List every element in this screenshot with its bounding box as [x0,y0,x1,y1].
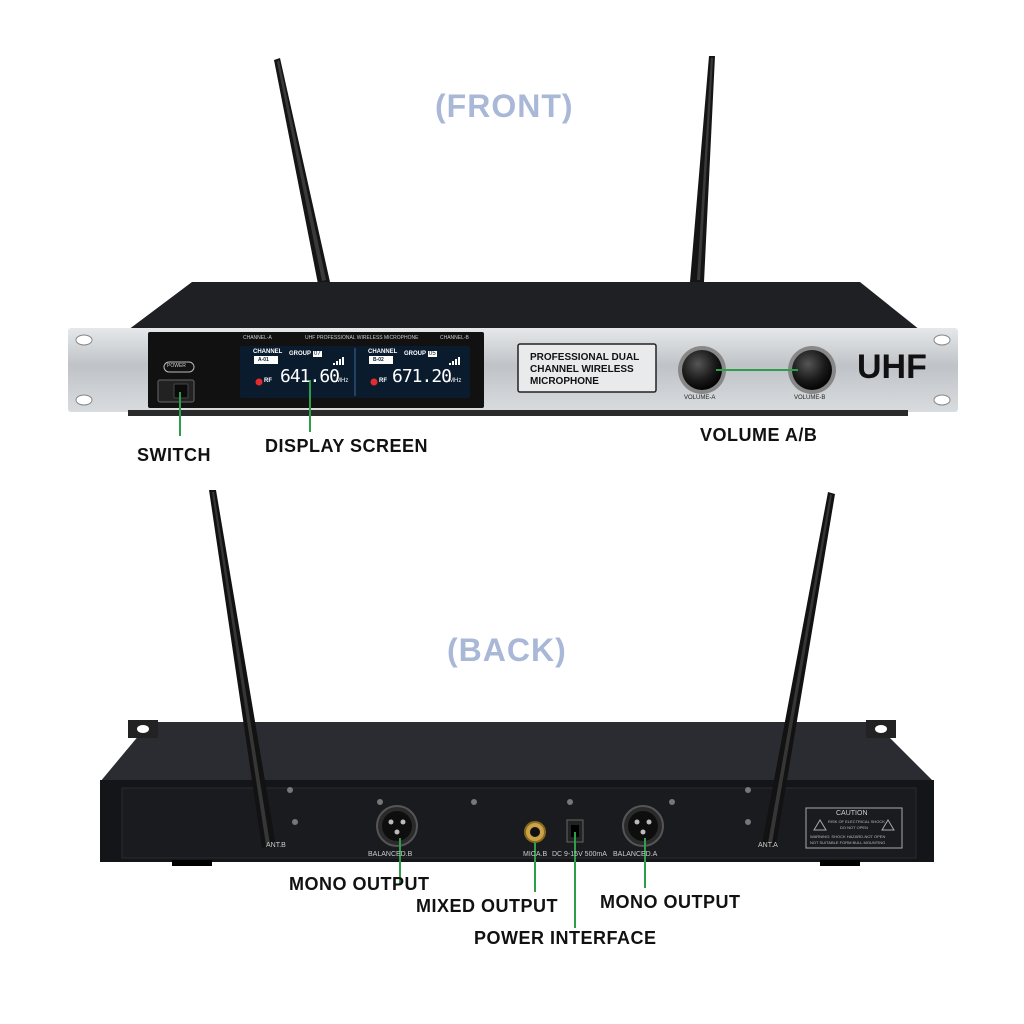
mic-ab-label: MICA.B [523,851,548,858]
power-interface-callout: POWER INTERFACE [474,928,657,948]
panel-label-line-1: PROFESSIONAL DUAL [530,352,640,363]
ant-a-label: ANT.A [758,842,778,849]
lcd-a-frequency: 641.60 [280,366,340,387]
volume-a-knob[interactable] [678,346,726,394]
banner-text: UHF PROFESSIONAL WIRELESS MICROPHONE [305,335,419,341]
caution-line-2: DO NOT OPEN [840,825,868,830]
mixed-output-jack[interactable] [524,821,546,843]
power-switch[interactable] [157,379,195,403]
volume-a-label: VOLUME-A [684,395,716,401]
display-screen-callout: DISPLAY SCREEN [265,436,429,456]
lcd-a-group-value: 07 [313,351,322,357]
back-rear-panel [100,780,934,862]
caution-line-1: RISK OF ELECTRICAL SHOCK [828,819,885,824]
lcd-b-channel-label: CHANNEL [368,349,398,355]
lcd-b-rf-label: RF [379,378,387,384]
front-antenna-left [274,58,330,284]
power-label: POWER [167,363,186,369]
back-chassis-top [100,722,934,782]
volume-b-knob[interactable] [788,346,836,394]
channel-b-tag: CHANNEL-B [440,335,469,341]
front-antenna-right [690,56,715,282]
lcd-b-unit: MHz [449,378,462,384]
back-antenna-left [209,490,276,848]
lcd-a-channel-label: CHANNEL [253,349,283,355]
dc-label: DC 9-15V 500mA [552,851,607,858]
front-title: (FRONT) [435,88,574,124]
front-leader-lines [179,369,798,436]
caution-warning-1: WARNING: SHOCK HAZARD-NOT OPEN [810,834,886,839]
caution-title: CAUTION [836,810,868,817]
mono-output-a-callout: MONO OUTPUT [600,892,741,912]
balanced-b-label: BALANCED.B [368,851,413,858]
panel-label-line-3: MICROPHONE [530,376,599,387]
lcd-b-frequency: 671.20 [392,366,452,387]
panel-label-line-2: CHANNEL WIRELESS [530,364,634,375]
xlr-balanced-b[interactable] [376,805,418,847]
front-device [68,56,958,436]
front-chassis-top [128,282,920,330]
lcd-b-channel-id: B-02 [373,357,384,363]
balanced-a-label: BALANCED.A [613,851,658,858]
switch-callout: SWITCH [137,445,211,465]
brand-uhf: UHF [857,348,927,386]
lcd-a-rf-label: RF [264,378,272,384]
volume-b-label: VOLUME-B [794,395,826,401]
volume-callout: VOLUME A/B [700,425,818,445]
back-antenna-right [762,492,835,846]
xlr-balanced-a[interactable] [622,805,664,847]
back-title: (BACK) [447,632,567,668]
mono-output-b-callout: MONO OUTPUT [289,874,430,894]
panel-label-box [517,343,657,393]
dc-power-jack[interactable] [566,819,584,843]
lcd-a-channel-id: A-01 [258,357,269,363]
mixed-output-callout: MIXED OUTPUT [416,896,559,916]
lcd-b-group-value: 05 [428,351,437,357]
channel-a-tag: CHANNEL-A [243,335,272,341]
ant-b-label: ANT.B [266,842,286,849]
lcd-a-unit: MHz [336,378,349,384]
caution-warning-2: NOT SUITABLE FORM BULL MOUNTING [810,840,886,845]
lcd-a-group-label: GROUP [289,351,312,357]
lcd-b-group-label: GROUP [404,351,427,357]
